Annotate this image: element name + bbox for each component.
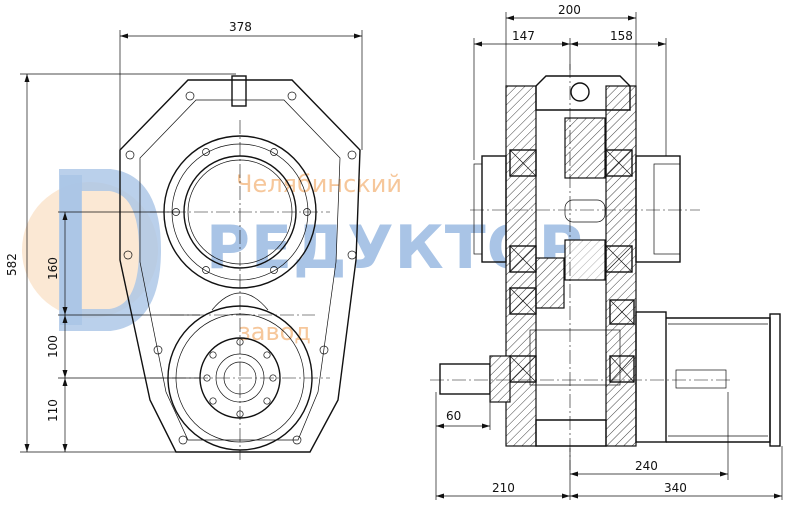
dim-output-shaft: 240: [635, 459, 658, 473]
dim-right-overall: 340: [664, 481, 687, 495]
watermark-logo: [22, 169, 162, 331]
dim-base-height: 110: [46, 399, 60, 422]
bearings: [509, 149, 635, 383]
front-dimensions: [20, 30, 363, 453]
dim-front-width: 378: [229, 20, 252, 34]
side-dimensions: [435, 12, 783, 500]
watermark-line3: завод: [238, 318, 311, 346]
dim-front-height: 582: [5, 253, 19, 276]
housing-bolts: [123, 91, 357, 445]
dim-left-overall: 210: [492, 481, 515, 495]
dim-axis-upper: 160: [46, 257, 60, 280]
side-view: [430, 64, 781, 470]
watermark-line1: Челябинский: [236, 170, 402, 198]
dim-axis-lower: 100: [46, 335, 60, 358]
dim-side-total: 200: [558, 3, 581, 17]
dim-input-shaft: 60: [446, 409, 461, 423]
dim-side-left: 147: [512, 29, 535, 43]
dim-side-right: 158: [610, 29, 633, 43]
